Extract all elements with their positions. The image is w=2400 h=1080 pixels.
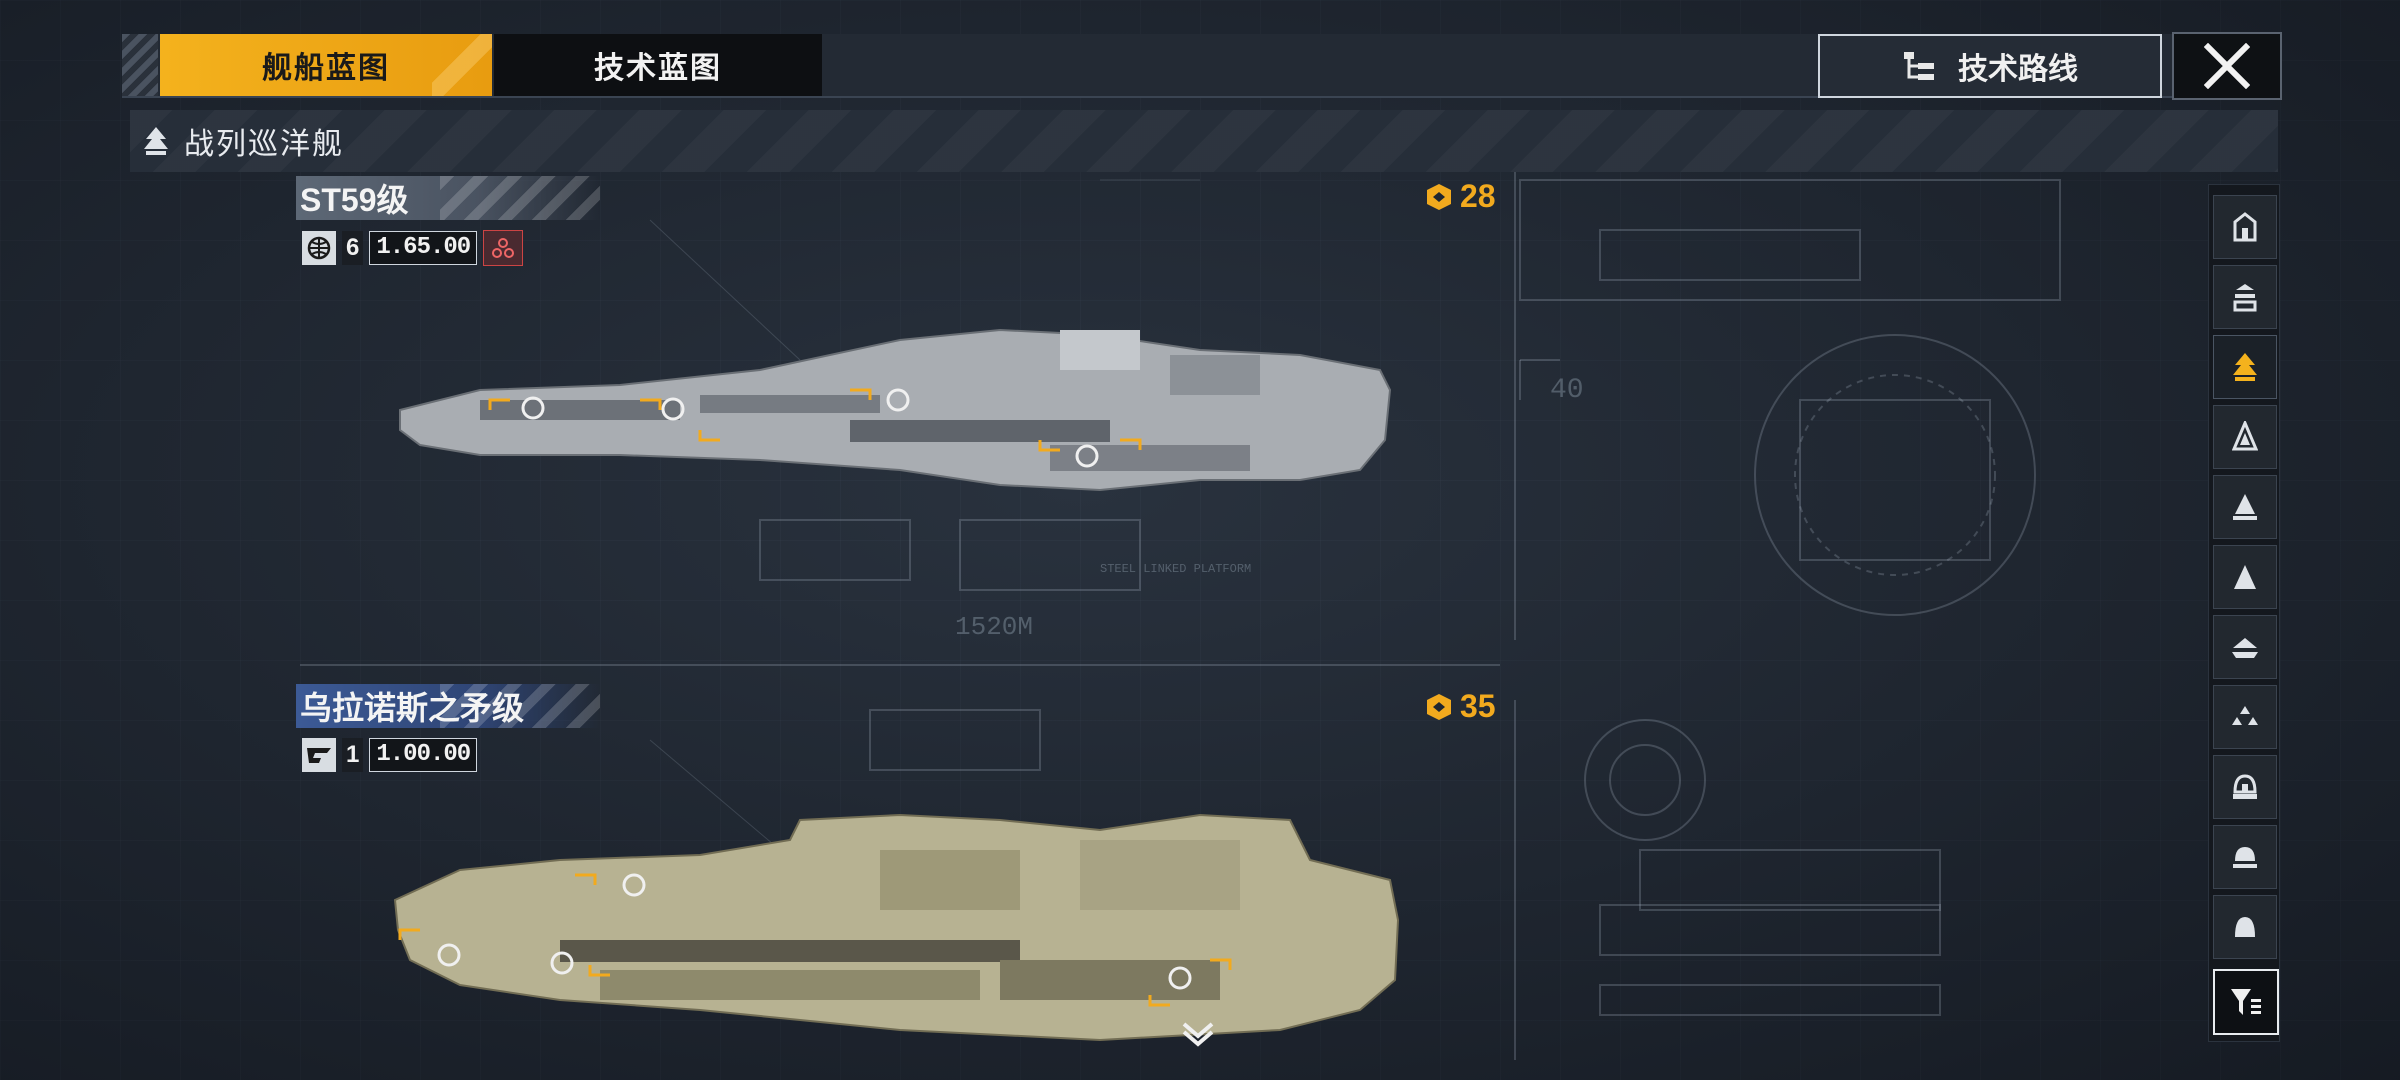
- ship-name-bar: 乌拉诺斯之矛级: [296, 684, 600, 728]
- tech-route-button[interactable]: 技术路线: [1818, 34, 2162, 98]
- close-button[interactable]: [2172, 32, 2282, 100]
- ship-class-sidebar: [2208, 184, 2280, 1042]
- sidebar-item-dome-solid[interactable]: [2213, 895, 2277, 959]
- ship-name: ST59级: [300, 182, 409, 218]
- sidebar-item-battlecruiser[interactable]: [2213, 335, 2277, 399]
- tab-ship-blueprint[interactable]: 舰船蓝图: [160, 34, 492, 96]
- ship-value: 1.00.00: [369, 738, 478, 772]
- sidebar-item-support[interactable]: [2213, 615, 2277, 679]
- sidebar-item-battleship[interactable]: [2213, 545, 2277, 609]
- battleship-icon: [2234, 565, 2256, 589]
- ship-value: 1.65.00: [369, 231, 478, 265]
- blueprint-40-label: 40: [1550, 375, 1584, 406]
- sidebar-item-dome[interactable]: [2213, 825, 2277, 889]
- ship-count: 6: [342, 231, 364, 265]
- ship-cost-value: 35: [1460, 688, 1496, 724]
- sidebar-item-aircraft[interactable]: [2213, 685, 2277, 749]
- filter-button[interactable]: [2213, 969, 2279, 1035]
- support-icon: [2232, 638, 2258, 658]
- battlecruiser-icon: [2233, 353, 2257, 381]
- ship-name-hatch: [440, 176, 600, 220]
- aircraft-icon: [2232, 706, 2258, 725]
- ship-cost: 35: [1424, 688, 1496, 725]
- ship-cost: 28: [1424, 178, 1496, 215]
- destroyer-icon: [2233, 284, 2257, 312]
- ship-name: 乌拉诺斯之矛级: [300, 690, 525, 726]
- faction-icon: [302, 738, 336, 772]
- frigate-icon: [2233, 212, 2257, 242]
- ship-stats: 6 1.65.00: [302, 230, 524, 266]
- tree-icon: [1904, 52, 1934, 80]
- category-header: 战列巡洋舰: [130, 110, 2278, 172]
- ship-count: 1: [342, 738, 364, 772]
- tab-tech-blueprint[interactable]: 技术蓝图: [494, 34, 822, 96]
- dome-solid-icon: [2235, 917, 2255, 937]
- sidebar-item-destroyer[interactable]: [2213, 265, 2277, 329]
- cost-icon: [1427, 183, 1451, 210]
- scroll-down-button[interactable]: [1178, 1018, 1218, 1053]
- blueprint-length-label: 1520M: [955, 612, 1034, 642]
- sidebar-item-carrier[interactable]: [2213, 475, 2277, 539]
- ship-cost-value: 28: [1460, 178, 1496, 214]
- category-title: 战列巡洋舰: [184, 128, 344, 161]
- sidebar-item-cruiser[interactable]: [2213, 405, 2277, 469]
- ship-name-hatch: [440, 684, 600, 728]
- battlecruiser-icon: [144, 127, 168, 155]
- close-icon: [2204, 43, 2250, 89]
- sidebar-item-frigate[interactable]: [2213, 195, 2277, 259]
- chevron-down-icon: [1182, 1022, 1214, 1047]
- ship-name-bar: ST59级: [296, 176, 600, 220]
- hazard-icon: [483, 230, 524, 266]
- top-bar-stripe: [122, 34, 158, 96]
- carrier-icon: [2233, 494, 2257, 520]
- sidebar-item-station[interactable]: [2213, 755, 2277, 819]
- blueprint-platform-label: STEEL LINKED PLATFORM: [1100, 562, 1252, 576]
- ship-stats: 1 1.00.00: [302, 738, 478, 772]
- station-icon: [2233, 774, 2257, 799]
- cruiser-icon: [2232, 421, 2258, 451]
- tech-route-label: 技术路线: [1958, 53, 2078, 86]
- dome-icon: [2233, 847, 2257, 868]
- filter-icon: [2231, 989, 2261, 1015]
- cost-icon: [1427, 693, 1451, 720]
- globe-icon: [302, 231, 336, 265]
